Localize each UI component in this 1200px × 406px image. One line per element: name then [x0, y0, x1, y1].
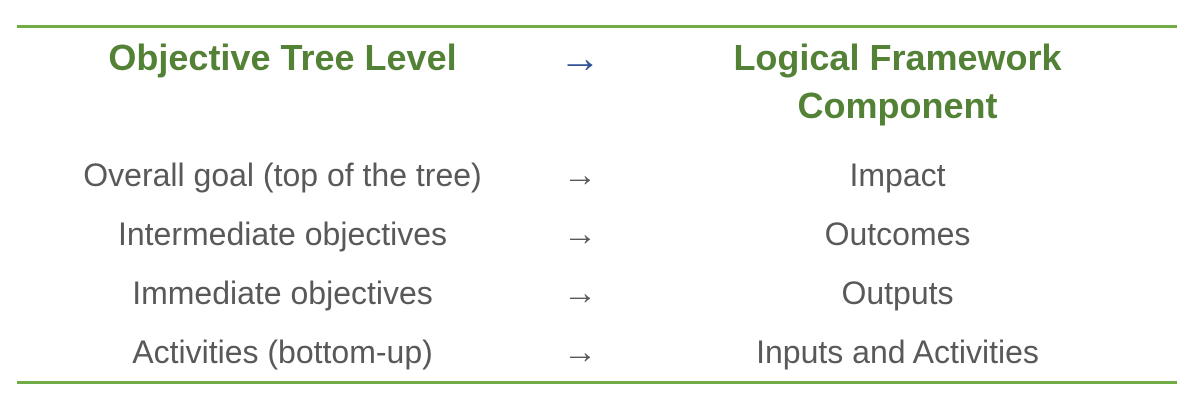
table-row: Immediate objectives → Outputs: [0, 264, 1200, 323]
tree-level-intermediate-objectives: Intermediate objectives: [117, 216, 448, 252]
header-right-arrow-icon: →: [559, 34, 601, 81]
column-header-objective-tree-level: Objective Tree Level: [108, 37, 457, 78]
column-header-logical-framework-component: Logical Framework Component: [733, 37, 1062, 126]
table-grid: Objective Tree Level → Logical Framework…: [0, 28, 1200, 382]
bottom-rule: [17, 381, 1177, 384]
framework-component-outcomes: Outcomes: [824, 216, 971, 252]
tree-level-overall-goal: Overall goal (top of the tree): [83, 157, 482, 193]
right-arrow-icon: →: [563, 333, 597, 371]
top-rule: [17, 25, 1177, 28]
tree-level-activities: Activities (bottom-up): [132, 334, 433, 370]
table-row: Intermediate objectives → Outcomes: [0, 205, 1200, 264]
table-row: Overall goal (top of the tree) → Impact: [0, 146, 1200, 205]
table-row: Activities (bottom-up) → Inputs and Acti…: [0, 323, 1200, 382]
header-row: Objective Tree Level → Logical Framework…: [0, 28, 1200, 146]
right-arrow-icon: →: [563, 274, 597, 312]
framework-component-outputs: Outputs: [841, 275, 954, 311]
tree-level-immediate-objectives: Immediate objectives: [132, 275, 433, 311]
framework-component-impact: Impact: [849, 157, 946, 193]
right-arrow-icon: →: [563, 215, 597, 253]
right-arrow-icon: →: [563, 156, 597, 194]
framework-component-inputs-activities: Inputs and Activities: [756, 334, 1039, 370]
